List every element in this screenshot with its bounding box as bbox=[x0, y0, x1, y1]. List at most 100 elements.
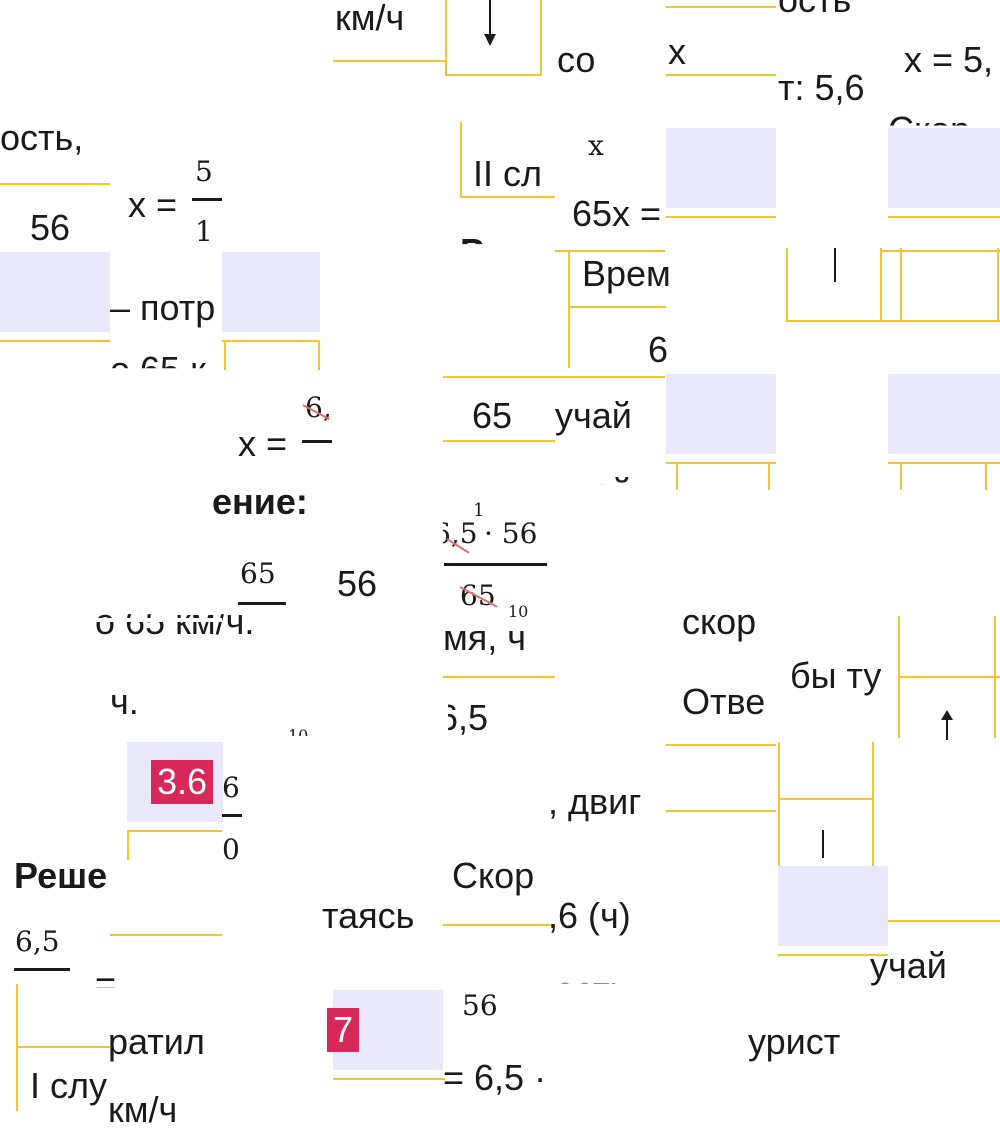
text-fragment: мя, ч bbox=[443, 617, 527, 658]
tile-gap bbox=[888, 650, 898, 700]
text-fragment: 65х = bbox=[572, 193, 662, 234]
table-line bbox=[888, 676, 1000, 678]
text-fragment: 65 bbox=[472, 395, 513, 436]
text-fragment: 6,5 bbox=[438, 697, 489, 738]
table-line bbox=[460, 196, 555, 198]
input-pad bbox=[0, 252, 110, 332]
text-fragment: Отве bbox=[682, 681, 766, 722]
tile-gap bbox=[95, 618, 222, 622]
math-subscript: 10 bbox=[508, 602, 529, 621]
table-line bbox=[786, 320, 1000, 322]
table-line bbox=[888, 462, 1000, 464]
table-line bbox=[880, 248, 882, 320]
table-line bbox=[676, 462, 678, 490]
table-line bbox=[778, 798, 874, 800]
math-numerator: 5 bbox=[195, 155, 213, 188]
table-line bbox=[16, 1046, 110, 1048]
table-line bbox=[555, 250, 665, 252]
text-fragment: II сл bbox=[473, 153, 543, 194]
cursor-mark bbox=[834, 248, 836, 282]
table-line bbox=[768, 462, 770, 490]
text-fragment: Реш bbox=[460, 231, 534, 272]
cursor-mark bbox=[822, 830, 824, 858]
table-line bbox=[222, 340, 320, 342]
table-line bbox=[333, 60, 445, 62]
text-fragment: Реше bbox=[14, 855, 108, 896]
table-line bbox=[445, 74, 542, 76]
text-fragment: 56 bbox=[337, 563, 378, 604]
table-line bbox=[666, 74, 776, 76]
table-line bbox=[443, 924, 555, 926]
fraction-bar bbox=[302, 440, 332, 443]
text-fragment: = 6,5 · bbox=[443, 1057, 547, 1098]
text-fragment: Скор bbox=[452, 855, 535, 896]
text-fragment: ость bbox=[555, 969, 629, 1010]
math-variable: x bbox=[588, 129, 604, 162]
text-fragment: ,6 (ч) bbox=[548, 895, 631, 936]
math-numerator: 65 bbox=[240, 557, 276, 590]
table-line bbox=[786, 248, 788, 320]
input-pad bbox=[666, 374, 776, 454]
input-pad bbox=[222, 252, 320, 332]
arrow-down-icon bbox=[484, 0, 496, 46]
math-numerator: 6,5 bbox=[433, 517, 478, 550]
table-line bbox=[540, 0, 542, 76]
table-line bbox=[443, 376, 665, 378]
table-line bbox=[443, 676, 555, 678]
table-line bbox=[445, 0, 447, 76]
input-pad bbox=[778, 866, 888, 946]
text-fragment: х bbox=[668, 31, 686, 72]
text-fragment: учай bbox=[870, 945, 947, 986]
text-fragment: урист bbox=[748, 1021, 841, 1062]
table-line bbox=[568, 250, 570, 368]
text-fragment: т: 5,6 bbox=[778, 67, 865, 108]
math-denominator: 0 bbox=[222, 833, 240, 866]
table-line bbox=[443, 440, 555, 442]
math-superscript: 1 bbox=[473, 500, 485, 521]
fraction-bar bbox=[222, 814, 242, 817]
input-pad bbox=[666, 128, 776, 208]
text-fragment: км/ч bbox=[335, 0, 405, 38]
math-numerator: · 56 bbox=[484, 517, 538, 550]
text-fragment: I слу bbox=[30, 1065, 108, 1106]
table-line bbox=[0, 183, 110, 185]
text-fragment: = bbox=[95, 963, 117, 1004]
text-fragment: учай bbox=[555, 471, 632, 512]
table-line bbox=[568, 306, 666, 308]
text-fragment: таясь bbox=[322, 895, 415, 936]
table-line bbox=[127, 830, 222, 832]
table-line bbox=[666, 6, 776, 8]
table-line bbox=[778, 954, 888, 956]
text-fragment: , двиг bbox=[548, 781, 642, 822]
text-fragment: ость, bbox=[0, 117, 84, 158]
text-fragment: ратил bbox=[108, 1021, 205, 1062]
math-numerator: 6,5 bbox=[15, 925, 60, 958]
text-fragment: х = bbox=[238, 423, 288, 464]
table-line bbox=[997, 248, 999, 320]
table-line bbox=[666, 744, 776, 746]
text-fragment: Врем bbox=[582, 253, 671, 294]
text-fragment: Скор bbox=[888, 112, 970, 126]
table-line bbox=[888, 216, 1000, 218]
text-fragment: о 65 к bbox=[110, 349, 206, 390]
text-fragment: о 65 км/ч. bbox=[95, 601, 255, 642]
text-fragment: скор bbox=[682, 601, 757, 642]
table-line bbox=[0, 340, 110, 342]
math-subscript: 10 bbox=[288, 726, 309, 745]
table-line bbox=[127, 830, 129, 860]
text-fragment: учай bbox=[555, 395, 632, 436]
table-line bbox=[318, 340, 320, 370]
text-fragment: ч. bbox=[110, 681, 139, 722]
table-line bbox=[666, 462, 776, 464]
table-line bbox=[900, 248, 902, 320]
table-line bbox=[666, 216, 776, 218]
table-line bbox=[888, 920, 1000, 922]
table-line bbox=[224, 340, 226, 370]
text-fragment: со bbox=[557, 39, 596, 80]
input-pad bbox=[888, 128, 1000, 208]
exercise-badge: 7 bbox=[327, 1008, 360, 1052]
text-fragment: бы ту bbox=[790, 655, 882, 696]
table-line bbox=[985, 462, 987, 490]
fraction-bar bbox=[14, 968, 70, 971]
text-fragment: ость bbox=[778, 0, 851, 18]
